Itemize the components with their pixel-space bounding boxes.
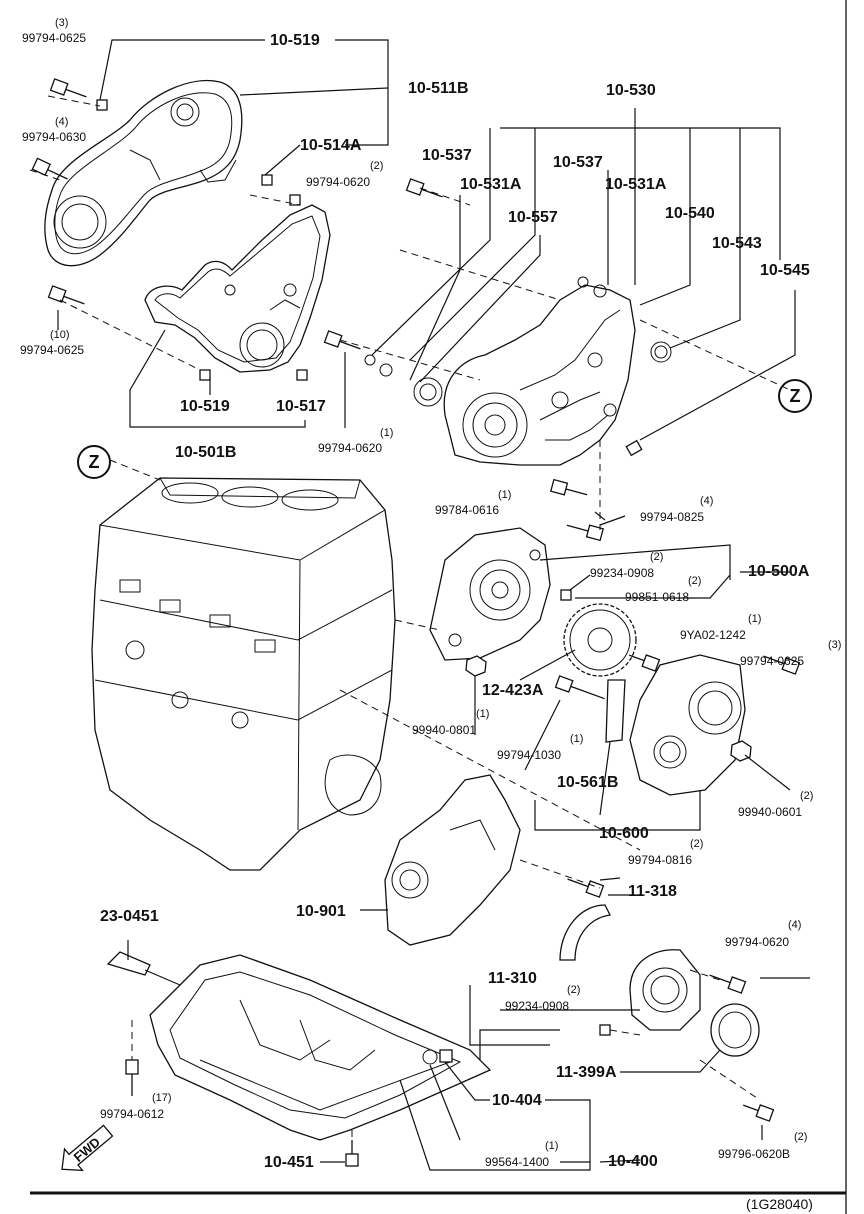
drain-plug-10-404 bbox=[439, 1049, 453, 1063]
leader-lines bbox=[57, 39, 810, 1171]
qty-f5: (1) bbox=[380, 427, 394, 439]
qty-f4: (10) bbox=[50, 329, 70, 341]
part-f3: 99794-0620 bbox=[306, 175, 371, 189]
label-10-511B: 10-511B bbox=[408, 80, 469, 97]
qty-f16: (4) bbox=[788, 919, 802, 931]
label-10-561B: 10-561B bbox=[557, 774, 619, 791]
qty-f14: (2) bbox=[800, 790, 814, 802]
part-f13: 99794-1030 bbox=[497, 748, 562, 762]
label-10-400: 10-400 bbox=[608, 1153, 658, 1170]
part-f2: 99794-0630 bbox=[22, 130, 87, 144]
label-10-404: 10-404 bbox=[492, 1092, 542, 1109]
qty-f20: (2) bbox=[794, 1131, 808, 1143]
part-f9: 99851-0618 bbox=[625, 590, 690, 604]
label-10-500A: 10-500A bbox=[748, 563, 810, 580]
label-11-399A: 11-399A bbox=[556, 1064, 617, 1081]
timing-belt-cover-illustration bbox=[144, 204, 331, 373]
label-10-600: 10-600 bbox=[599, 825, 649, 842]
label-10-501B: 10-501B bbox=[175, 444, 237, 461]
qty-f2: (4) bbox=[55, 116, 69, 128]
label-23-0451: 23-0451 bbox=[100, 908, 159, 925]
part-f18: 99794-0612 bbox=[100, 1107, 165, 1121]
label-10-557: 10-557 bbox=[508, 209, 558, 226]
part-f1: 99794-0625 bbox=[22, 31, 87, 45]
crankshaft-pulley-gear-illustration bbox=[563, 603, 637, 677]
diagram-code: (1G28040) bbox=[746, 1196, 813, 1212]
part-f20: 99796-0620B bbox=[718, 1147, 791, 1161]
front-cover-illustration bbox=[443, 284, 636, 466]
qty-f6: (1) bbox=[498, 489, 512, 501]
qty-f10: (1) bbox=[748, 613, 762, 625]
label-10-543: 10-543 bbox=[712, 235, 762, 252]
part-f11: 99794-0625 bbox=[740, 654, 805, 668]
label-10-519-top: 10-519 bbox=[270, 32, 320, 49]
label-10-537-a: 10-537 bbox=[422, 147, 472, 164]
qty-f13: (1) bbox=[570, 733, 584, 745]
label-10-531A-b: 10-531A bbox=[605, 176, 667, 193]
qty-f18: (17) bbox=[152, 1092, 172, 1104]
qty-f19: (1) bbox=[545, 1140, 559, 1152]
qty-f11: (3) bbox=[828, 639, 842, 651]
label-10-545: 10-545 bbox=[760, 262, 810, 279]
engine-block-illustration bbox=[91, 477, 396, 871]
label-10-519-bottom: 10-519 bbox=[180, 398, 230, 415]
oil-seal-11-399A bbox=[710, 1003, 760, 1057]
qty-f1: (3) bbox=[55, 17, 69, 29]
housing-10-600-illustration bbox=[629, 654, 746, 796]
label-10-537-b: 10-537 bbox=[553, 154, 603, 171]
qty-f3: (2) bbox=[370, 160, 384, 172]
part-f6: 99784-0616 bbox=[435, 503, 500, 517]
oil-seal-10-557 bbox=[413, 377, 443, 407]
part-f19: 99564-1400 bbox=[485, 1155, 550, 1169]
bolts bbox=[31, 78, 801, 1167]
oil-pan-illustration bbox=[149, 954, 492, 1141]
qty-f8: (2) bbox=[650, 551, 664, 563]
alignment-lines bbox=[29, 95, 791, 1150]
part-f16: 99794-0620 bbox=[725, 935, 790, 949]
drain-plug-gasket bbox=[422, 1049, 438, 1065]
oil-pump-illustration bbox=[429, 527, 551, 661]
fwd-arrow-icon bbox=[61, 1124, 114, 1172]
label-10-530: 10-530 bbox=[606, 82, 656, 99]
label-10-517: 10-517 bbox=[276, 398, 326, 415]
part-f10: 9YA02-1242 bbox=[680, 628, 746, 642]
qty-f12: (1) bbox=[476, 708, 490, 720]
gasket-10-901-illustration bbox=[384, 774, 521, 946]
part-f4: 99794-0625 bbox=[20, 343, 85, 357]
upper-timing-cover-illustration bbox=[44, 80, 243, 267]
label-11-310: 11-310 bbox=[488, 970, 537, 987]
part-f12: 99940-0801 bbox=[412, 723, 477, 737]
part-f8: 99234-0908 bbox=[590, 566, 655, 580]
part-f5: 99794-0620 bbox=[318, 441, 383, 455]
label-10-901: 10-901 bbox=[296, 903, 346, 920]
zoom-marker-left: Z bbox=[77, 445, 111, 479]
label-10-540: 10-540 bbox=[665, 205, 715, 222]
zoom-marker-right: Z bbox=[778, 379, 812, 413]
label-10-531A-a: 10-531A bbox=[460, 176, 522, 193]
plate-10-561B bbox=[605, 679, 626, 743]
seal-10-543 bbox=[650, 341, 672, 363]
qty-f15: (2) bbox=[690, 838, 704, 850]
dipstick-23-0451 bbox=[106, 951, 151, 976]
rear-seal-housing-illustration bbox=[629, 949, 701, 1031]
bush-10-531A bbox=[593, 284, 607, 298]
qty-f7: (4) bbox=[700, 495, 714, 507]
qty-f17: (2) bbox=[567, 984, 581, 996]
part-f17: 99234-0908 bbox=[505, 999, 570, 1013]
label-11-318: 11-318 bbox=[628, 883, 677, 900]
label-10-514A: 10-514A bbox=[300, 137, 362, 154]
label-10-451: 10-451 bbox=[264, 1154, 314, 1171]
part-f15: 99794-0816 bbox=[628, 853, 693, 867]
seal-11-318 bbox=[559, 904, 611, 961]
label-12-423A: 12-423A bbox=[482, 682, 544, 699]
qty-f9: (2) bbox=[688, 575, 702, 587]
part-f14: 99940-0601 bbox=[738, 805, 803, 819]
key-10-545 bbox=[625, 439, 643, 457]
part-f7: 99794-0825 bbox=[640, 510, 705, 524]
